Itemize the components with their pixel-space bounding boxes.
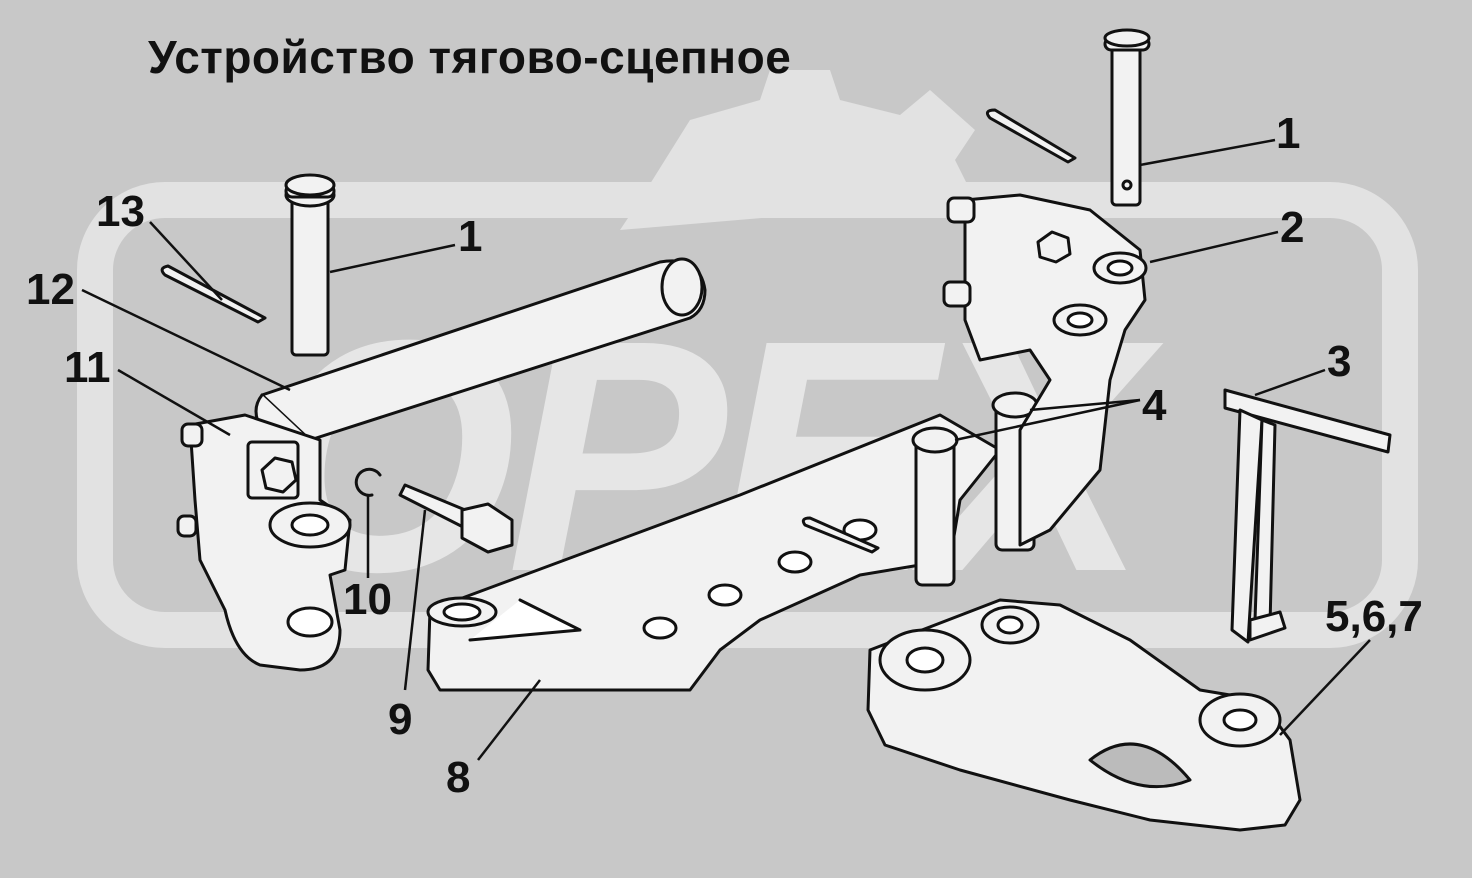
callout-4: 4: [1142, 381, 1167, 430]
leader-567: [1279, 639, 1371, 736]
leader-1-left: [329, 243, 456, 274]
callout-1-right: 1: [1276, 109, 1301, 158]
cotter-pin-right: [985, 108, 1077, 164]
callout-8: 8: [446, 753, 471, 802]
drawbar-plate: [426, 413, 1002, 692]
cotter-pin: [160, 264, 267, 324]
leader-lines: [81, 138, 1371, 761]
leader-4-a: [1029, 398, 1141, 412]
leader-9: [403, 509, 427, 691]
upper-bracket: [942, 193, 1148, 547]
callout-1-left: 1: [458, 212, 483, 261]
callout-5-6-7: 5,6,7: [1325, 592, 1423, 641]
leader-13: [149, 221, 223, 301]
leader-2: [1149, 230, 1279, 264]
diagram-title: Устройство тягово-сцепное: [148, 31, 792, 83]
leader-4-b: [954, 398, 1141, 442]
bolt: [398, 483, 514, 554]
leader-8: [477, 679, 541, 761]
callout-3: 3: [1327, 337, 1352, 386]
callout-13: 13: [96, 187, 145, 236]
callout-10: 10: [343, 575, 392, 624]
cotter-pin-plate: [801, 516, 880, 554]
hinge-bracket: [176, 413, 352, 672]
coupling-link: [866, 598, 1302, 832]
leader-1-right: [1139, 138, 1276, 167]
leader-11: [117, 368, 231, 437]
pin-left: [284, 173, 336, 357]
lock-pin: [1223, 388, 1392, 644]
spring-washer: [354, 467, 382, 497]
callout-9: 9: [388, 695, 413, 744]
pin-right: [1103, 28, 1151, 207]
leader-12: [81, 288, 291, 392]
callout-12: 12: [26, 265, 75, 314]
leader-3: [1254, 368, 1326, 397]
callout-11: 11: [64, 343, 111, 392]
callout-2: 2: [1280, 203, 1305, 252]
